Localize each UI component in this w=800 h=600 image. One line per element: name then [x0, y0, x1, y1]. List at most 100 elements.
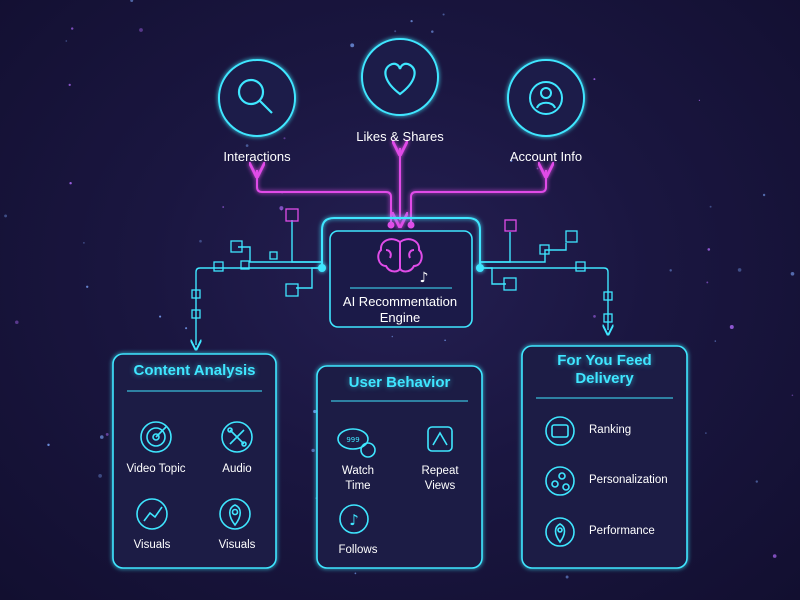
feed-delivery-title-line2: Delivery: [575, 370, 634, 387]
star: [714, 340, 717, 342]
repeat-views-label: Repeat Views: [410, 464, 470, 494]
star: [593, 78, 596, 81]
star: [394, 30, 397, 33]
star: [47, 443, 50, 447]
star: [593, 315, 596, 318]
performance-label: Performance: [589, 525, 655, 537]
user-behavior-panel: [316, 365, 483, 569]
star: [105, 432, 109, 436]
star: [82, 241, 85, 244]
star: [729, 325, 734, 329]
star: [222, 206, 225, 208]
star: [442, 13, 445, 16]
star: [15, 320, 19, 325]
interactions-label: Interactions: [223, 149, 291, 164]
star: [65, 40, 68, 42]
repeat-views-line2: Views: [424, 480, 456, 492]
user-icon: [529, 81, 563, 115]
brain-icon: [377, 238, 423, 273]
magnifier-icon: [237, 78, 273, 114]
visuals-location-icon: [219, 498, 251, 530]
feed-delivery-title: For You Feed Delivery: [522, 352, 687, 388]
star: [431, 30, 434, 33]
star: [311, 448, 315, 453]
ranking-icon: [545, 416, 575, 446]
content-analysis-title: Content Analysis: [133, 362, 256, 379]
circuit-nodes: [191, 230, 613, 323]
star: [71, 27, 74, 30]
watch-time-line1: Watch: [341, 465, 375, 477]
star: [737, 268, 742, 272]
engine-title: AI Recommentation Engine: [325, 294, 475, 326]
star: [354, 572, 357, 575]
watch-time-label: Watch Time: [328, 464, 388, 494]
star: [185, 327, 188, 330]
engine-frame: [321, 217, 481, 268]
connector-dot: [318, 264, 326, 272]
circuit-nodes-magenta: [285, 208, 517, 232]
engine-title-line2: Engine: [379, 310, 421, 325]
star: [444, 339, 446, 342]
star: [709, 205, 712, 208]
repeat-views-icon: [427, 426, 453, 452]
star: [98, 474, 102, 478]
star: [707, 248, 711, 251]
connector-dot: [476, 264, 484, 272]
star: [100, 435, 104, 439]
feed-delivery-panel: [521, 345, 688, 569]
audio-label: Audio: [222, 463, 252, 475]
star: [565, 575, 569, 579]
star: [69, 181, 72, 185]
audio-icon: [221, 421, 253, 453]
star: [410, 19, 413, 23]
star: [755, 480, 758, 483]
music-note-icon: ♪: [420, 270, 429, 286]
star: [536, 167, 539, 170]
personalization-icon: [545, 466, 575, 496]
visuals-label-2: Visuals: [218, 539, 256, 551]
user-behavior-title: User Behavior: [348, 374, 451, 391]
likes-shares-node: [361, 38, 439, 116]
video-topic-label: Video Topic: [126, 463, 186, 475]
star: [279, 206, 284, 211]
connector-dot: [407, 221, 415, 229]
star: [283, 137, 286, 140]
star: [706, 281, 709, 284]
star: [510, 159, 513, 162]
interactions-node: [218, 59, 296, 137]
star: [130, 0, 134, 2]
follows-icon: [339, 504, 369, 534]
star: [4, 214, 8, 218]
star: [762, 193, 766, 197]
connector-dot: [387, 221, 395, 229]
performance-icon: [545, 517, 575, 547]
engine-title-line1: AI Recommentation: [342, 294, 458, 309]
star: [199, 239, 202, 243]
star: [705, 432, 707, 434]
watch-time-line2: Time: [345, 480, 371, 492]
star: [313, 409, 317, 414]
heart-icon: [384, 62, 416, 96]
star: [790, 271, 795, 276]
star: [159, 315, 162, 318]
star: [698, 99, 701, 101]
input-connectors: [257, 148, 546, 222]
account-info-label: Account Info: [509, 149, 583, 164]
ranking-label: Ranking: [589, 424, 632, 436]
circuit-lines: [196, 220, 608, 345]
likes-shares-label: Likes & Shares: [356, 129, 444, 144]
star: [791, 394, 794, 397]
video-topic-icon: [140, 421, 172, 453]
star: [772, 554, 777, 558]
repeat-views-line1: Repeat: [421, 465, 459, 477]
feed-delivery-title-line1: For You Feed: [557, 352, 652, 369]
content-analysis-panel: [112, 353, 277, 569]
visuals-icon: [136, 498, 168, 530]
star: [391, 335, 394, 338]
personalization-label: Personalization: [589, 474, 668, 486]
follows-note-icon: ♪: [349, 511, 359, 529]
follows-label: Follows: [338, 544, 378, 556]
star: [350, 43, 355, 48]
star: [68, 83, 71, 87]
